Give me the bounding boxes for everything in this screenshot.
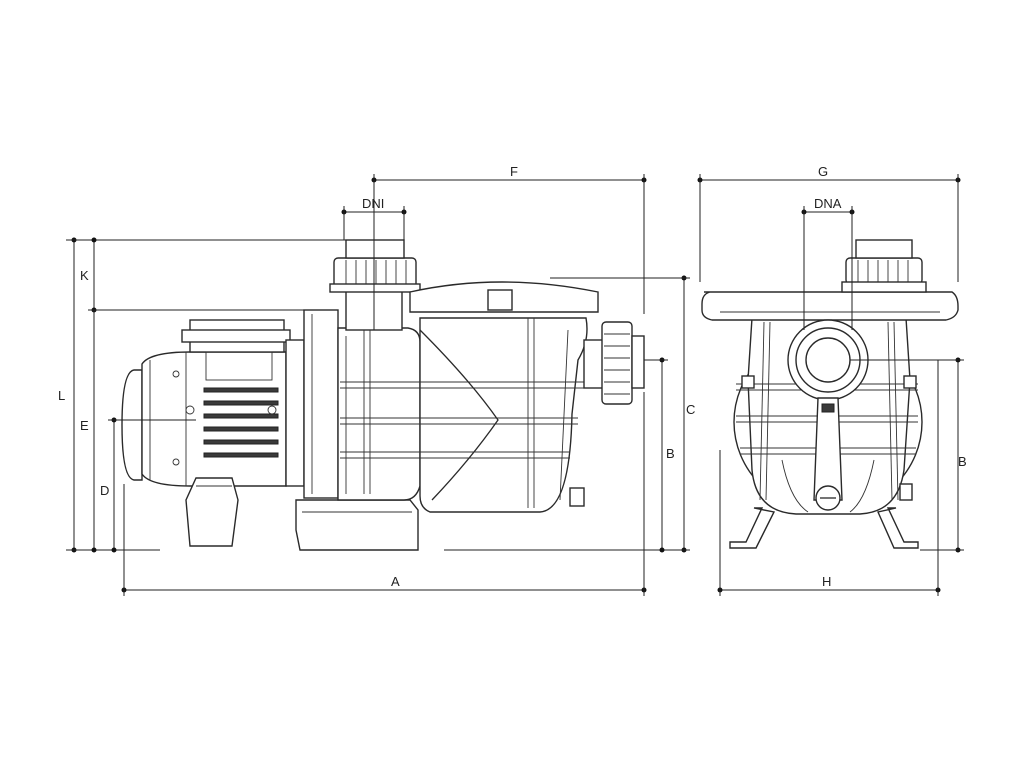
inlet-collar: [329, 283, 421, 293]
dim-label-E: E: [80, 418, 89, 433]
strainer-pot: [419, 317, 588, 513]
stem-slot: [821, 403, 835, 413]
dim-label-H: H: [822, 574, 831, 589]
screw-icon: [185, 405, 195, 415]
dimension-labels: L K E D A F DNI C B G DNA B H: [58, 164, 967, 589]
diffuser-curve: [419, 329, 499, 501]
motor-end-cap: [121, 369, 143, 481]
screw-icon: [172, 458, 180, 466]
terminal-box-lid: [181, 329, 291, 343]
front-drain-plug: [899, 483, 913, 501]
front-leg-right: [877, 507, 919, 549]
dim-label-DNA: DNA: [814, 196, 842, 211]
screw-icon: [172, 370, 180, 378]
outlet-nut-ridges: [604, 333, 630, 395]
front-top-collar: [841, 281, 927, 293]
dim-label-D: D: [100, 483, 109, 498]
pump-base: [295, 499, 419, 551]
pump-flange: [303, 309, 339, 499]
front-union-nut: [845, 257, 923, 285]
dim-label-DNI: DNI: [362, 196, 384, 211]
dim-label-G: G: [818, 164, 828, 179]
side-bolt: [741, 375, 755, 389]
pump-volute: [337, 327, 421, 501]
side-view: [121, 239, 645, 551]
front-top-pipe: [855, 239, 913, 259]
dim-label-K: K: [80, 268, 89, 283]
dimension-lines: [66, 174, 964, 596]
motor-foot: [185, 477, 239, 547]
dim-label-B-side: B: [666, 446, 675, 461]
terminal-box-base: [205, 351, 273, 381]
dim-label-B-front: B: [958, 454, 967, 469]
dim-label-A: A: [391, 574, 400, 589]
drain-plug: [569, 487, 585, 507]
side-bolt: [903, 375, 917, 389]
outlet-collar: [583, 339, 605, 389]
motor-flange: [285, 339, 305, 487]
drain-stem: [813, 397, 843, 501]
lid-handle: [487, 289, 513, 311]
front-nut-ridges: [857, 260, 909, 282]
dim-label-C: C: [686, 402, 695, 417]
screw-icon: [267, 405, 277, 415]
dim-label-F: F: [510, 164, 518, 179]
front-view: [701, 239, 959, 549]
dim-label-L: L: [58, 388, 65, 403]
outlet-pipe: [631, 335, 645, 389]
front-lid: [701, 291, 959, 321]
inlet-pipe: [345, 239, 405, 259]
outlet-bore: [805, 337, 851, 383]
motor-body: [141, 351, 287, 487]
front-leg-left: [729, 507, 776, 549]
union-nut-ridges: [345, 260, 407, 286]
motor-cooling-fins: [203, 387, 279, 458]
basket-ribs: [340, 318, 586, 508]
